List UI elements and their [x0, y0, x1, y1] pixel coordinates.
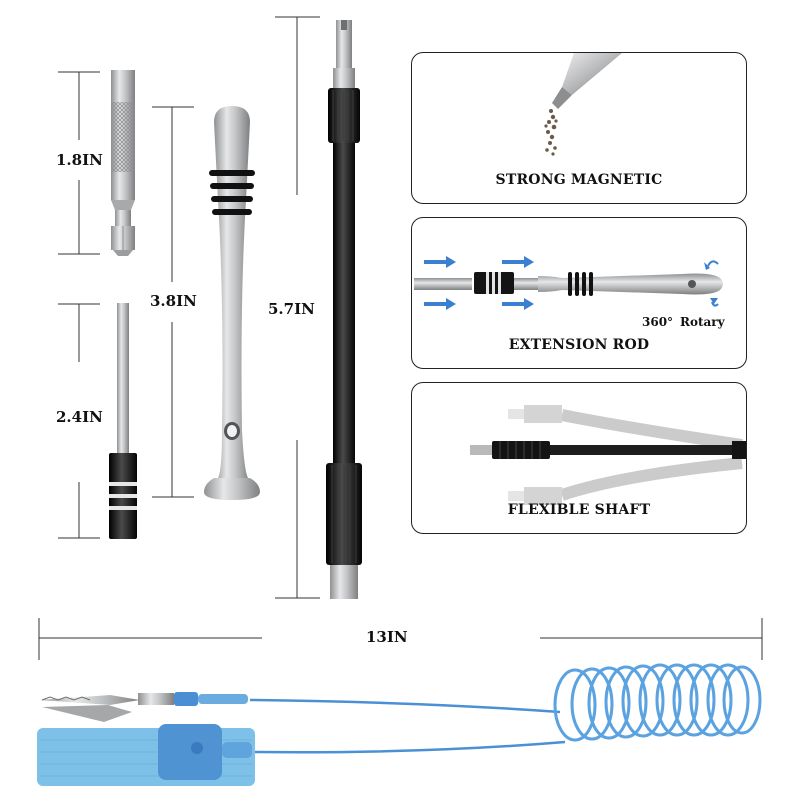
- bit-holder: [109, 303, 137, 539]
- flexible-shaft-illustration: [470, 405, 746, 505]
- dimension-label-strap: 13IN: [366, 628, 408, 646]
- rotary-degree-label: 360°: [642, 315, 674, 329]
- dimension-strap: [38, 618, 763, 660]
- extension-rod-illustration: [414, 256, 723, 310]
- panel-strong-magnetic: STRONG MAGNETIC: [411, 52, 747, 204]
- dimension-extension: [275, 16, 320, 599]
- caption-flexible-shaft: FLEXIBLE SHAFT: [507, 502, 651, 518]
- panel-flexible-shaft: FLEXIBLE SHAFT: [411, 382, 747, 534]
- arrow-icons: [424, 256, 534, 310]
- dimension-label-bit-holder: 2.4IN: [56, 408, 103, 426]
- dimension-bit: [58, 71, 100, 255]
- screwdriver-handle: [204, 106, 260, 500]
- anti-static-wrist-strap: [37, 663, 762, 786]
- magnetic-bit-illustration: [544, 53, 622, 156]
- dimension-handle: [152, 106, 194, 498]
- rotate-icon: [707, 260, 719, 267]
- extension-rod: [326, 20, 362, 599]
- dimension-bit-holder: [58, 303, 100, 539]
- screwdriver-bit: [111, 70, 135, 256]
- caption-extension-rod: EXTENSION ROD: [508, 337, 650, 353]
- caption-strong-magnetic: STRONG MAGNETIC: [495, 172, 663, 188]
- dimension-label-extension: 5.7IN: [268, 300, 315, 318]
- rotary-text-label: Rotary: [680, 315, 725, 329]
- panel-extension-rod: 360° Rotary EXTENSION ROD: [411, 217, 747, 369]
- dimension-label-bit: 1.8IN: [56, 151, 103, 169]
- dimension-label-handle: 3.8IN: [150, 292, 197, 310]
